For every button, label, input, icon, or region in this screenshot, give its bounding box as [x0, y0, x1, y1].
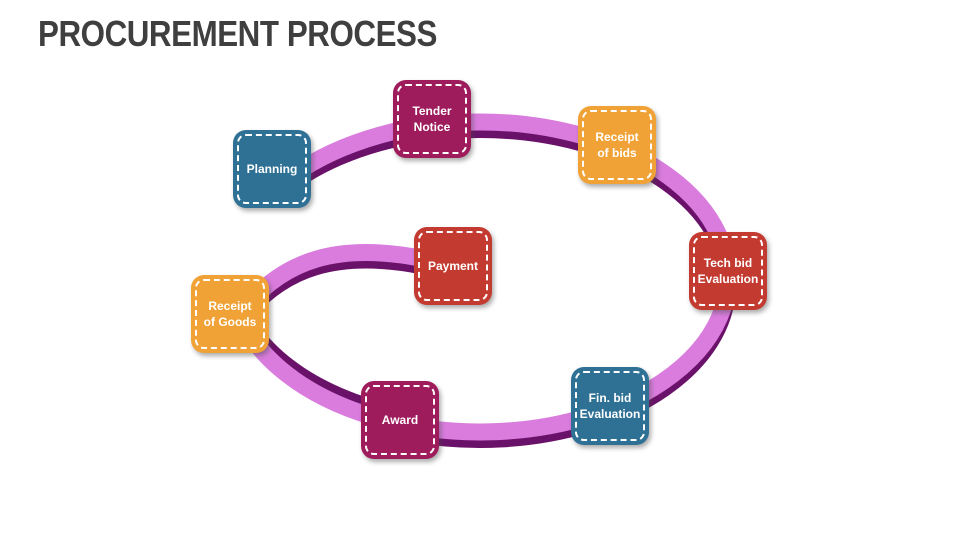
step-payment: Payment: [414, 227, 492, 305]
step-label: Fin. bid Evaluation: [579, 390, 641, 421]
step-tech-bid-evaluation: Tech bid Evaluation: [689, 232, 767, 310]
step-tender-notice: Tender Notice: [393, 80, 471, 158]
step-planning: Planning: [233, 130, 311, 208]
step-award: Award: [361, 381, 439, 459]
step-label: Payment: [427, 258, 479, 273]
step-fin-bid-evaluation: Fin. bid Evaluation: [571, 367, 649, 445]
slide-title: PROCUREMENT PROCESS: [38, 13, 437, 54]
step-label: Tech bid Evaluation: [697, 255, 759, 286]
step-label: Award: [381, 412, 419, 427]
step-receipt-of-bids: Receipt of bids: [578, 106, 656, 184]
step-label: Receipt of Goods: [203, 298, 257, 329]
step-receipt-of-goods: Receipt of Goods: [191, 275, 269, 353]
step-label: Planning: [246, 161, 298, 176]
step-label: Tender Notice: [412, 103, 452, 134]
step-label: Receipt of bids: [595, 129, 639, 160]
